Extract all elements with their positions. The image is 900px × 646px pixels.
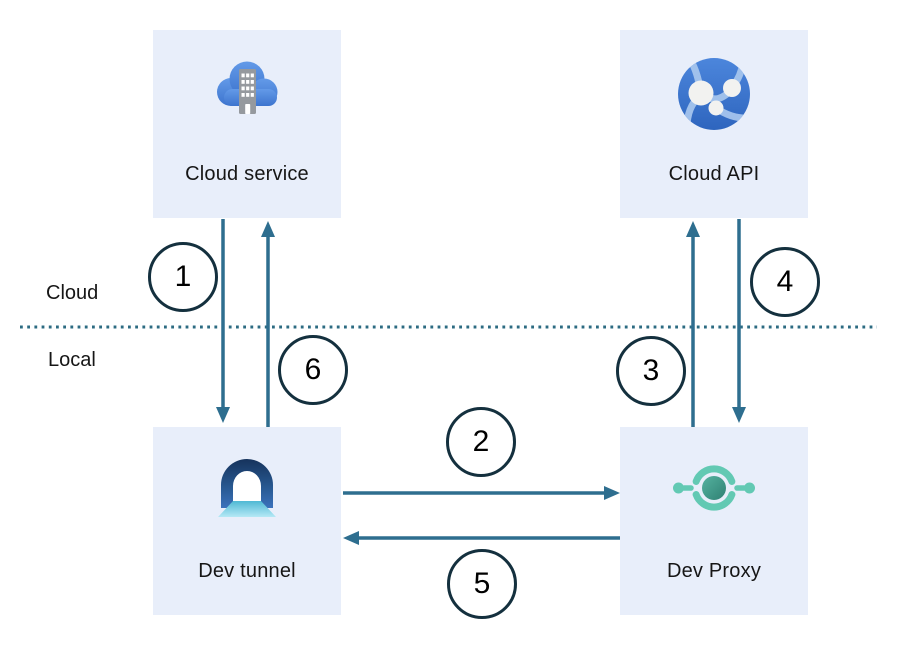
dev-tunnel-label: Dev tunnel	[198, 560, 296, 582]
cloud-service-node: Cloud service	[153, 30, 341, 218]
cloud-building-icon	[210, 56, 284, 125]
globe-network-icon	[676, 56, 752, 137]
cloud-service-label: Cloud service	[185, 163, 309, 185]
arrow-dev-tunnel-to-cloud-service	[261, 221, 275, 427]
step-badge-3: 3	[616, 336, 686, 406]
arrow-cloud-api-to-dev-proxy	[732, 219, 746, 423]
step-badge-4: 4	[750, 247, 820, 317]
step-badge-2: 2	[446, 407, 516, 477]
local-zone-label: Local	[48, 349, 96, 371]
dev-proxy-label: Dev Proxy	[666, 560, 762, 582]
arrow-cloud-service-to-dev-tunnel	[216, 219, 230, 423]
step-badge-6: 6	[278, 335, 348, 405]
arrow-dev-proxy-to-dev-tunnel	[343, 531, 620, 545]
step-badge-5: 5	[447, 549, 517, 619]
proxy-icon	[672, 462, 756, 519]
dev-proxy-node: Dev Proxy	[620, 427, 808, 615]
step-badge-1: 1	[148, 242, 218, 312]
cloud-api-node: Cloud API	[620, 30, 808, 218]
cloud-api-label: Cloud API	[668, 163, 760, 185]
dev-tunnel-node: Dev tunnel	[153, 427, 341, 615]
tunnel-icon	[215, 455, 279, 522]
arrow-dev-tunnel-to-dev-proxy	[343, 486, 620, 500]
arrow-dev-proxy-to-cloud-api	[686, 221, 700, 427]
cloud-zone-label: Cloud	[46, 282, 99, 304]
